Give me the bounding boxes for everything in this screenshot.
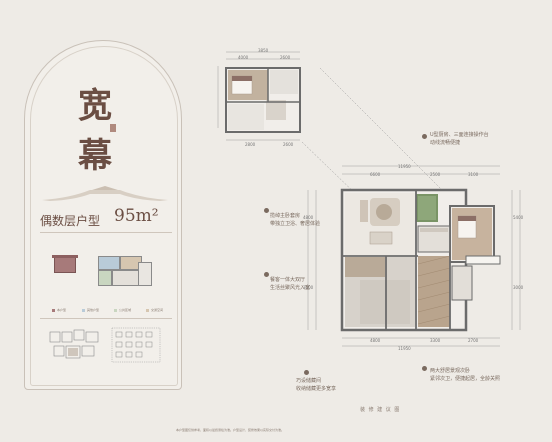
dim-main-bottom-mid: 3300 [430, 338, 441, 343]
dim-main-left-a: 4800 [303, 215, 314, 220]
dim-upper-top: 3850 [258, 48, 269, 53]
annotation-bedrooms-line1: 两大舒居景观次卧 [430, 368, 471, 374]
title-divider [40, 232, 172, 233]
dim-main-top-mid: 2500 [430, 172, 441, 177]
dim-upper-top-left: 4000 [238, 55, 249, 60]
red-seal-mark [110, 124, 116, 132]
dim-main-right-b: 3000 [513, 285, 524, 290]
annotation-living-line2: 生活丝聚风光入室 [270, 285, 311, 291]
legend-label-4: 交通空间 [151, 308, 164, 312]
legend-label-2: 其他户型 [87, 308, 100, 312]
footer-caption: 装 修 建 议 图 [360, 407, 401, 413]
legend-swatch-2 [82, 309, 85, 312]
key-plan-legend: 本户型 其他户型 公共区域 交通空间 [52, 308, 176, 314]
annotation-dot-kitchen [422, 134, 427, 139]
site-plan-thumb-right [111, 327, 161, 363]
unit-area: 95m² [114, 206, 159, 226]
key-plan-block-e [138, 262, 152, 286]
annotation-kitchen-line1: U型厨房、三面连接操作台 [430, 132, 489, 138]
annotation-kitchen-line2: 动线流畅便捷 [430, 140, 461, 146]
title-panel-inner [30, 46, 178, 386]
dim-main-top-right: 3100 [468, 172, 479, 177]
legend-swatch-1 [52, 309, 55, 312]
footer-disclaimer: 本户型图仅供参考，面积以最终测绘为准。户型设计、装修效果以实际交付为准。 [176, 428, 285, 432]
dim-main-left-b: 3000 [303, 285, 314, 290]
calligraphy-char-1: 宽 [78, 86, 112, 126]
dim-main-bottom-right: 2700 [468, 338, 479, 343]
key-plan-block-a [98, 256, 120, 270]
dim-main-right-a: 5400 [513, 215, 524, 220]
dim-main-top-left: 6600 [370, 172, 381, 177]
unit-highlight-swatch [54, 257, 76, 273]
key-plan [98, 254, 153, 294]
annotation-master-line2: 带独立卫浴、奢居体验 [270, 221, 321, 227]
unit-highlight-cap [52, 255, 78, 258]
annotation-dot-bedrooms [422, 366, 427, 371]
dim-main-bottom-left: 4800 [370, 338, 381, 343]
annotation-bedrooms-line2: 紧邻次卫，便捷起居，全龄关照 [430, 376, 501, 382]
legend-label-3: 公共区域 [119, 308, 132, 312]
upper-floor-plan [217, 51, 301, 141]
annotation-dot-storage [304, 370, 309, 375]
unit-type-title: 偶数层户型 [40, 214, 101, 228]
legend-swatch-3 [114, 309, 117, 312]
dim-upper-bottom-left: 2800 [245, 142, 256, 147]
annotation-master-line1: 揽绰主卧套房 [270, 213, 301, 219]
legend-label-1: 本户型 [57, 308, 67, 312]
legend-divider [40, 318, 172, 319]
calligraphy-char-2: 幕 [78, 136, 112, 176]
annotation-dot-master [264, 208, 269, 213]
chinese-roof-ornament [42, 186, 168, 201]
main-floor-plan [307, 165, 521, 347]
dim-main-top: 11950 [398, 164, 411, 169]
annotation-dot-living [264, 272, 269, 277]
annotation-storage-line1: 巧设储藏间 [296, 378, 322, 384]
annotation-storage-line2: 收纳储藏更多宽享 [296, 386, 337, 392]
key-plan-block-c [98, 270, 112, 286]
dim-upper-top-right: 2600 [280, 55, 291, 60]
dim-main-bottom: 11950 [398, 346, 411, 351]
legend-swatch-4 [146, 309, 149, 312]
site-plan-thumb-left [49, 329, 99, 359]
annotation-living-line1: 餐客一体大双厅 [270, 277, 306, 283]
dim-upper-bottom-right: 2600 [283, 142, 294, 147]
